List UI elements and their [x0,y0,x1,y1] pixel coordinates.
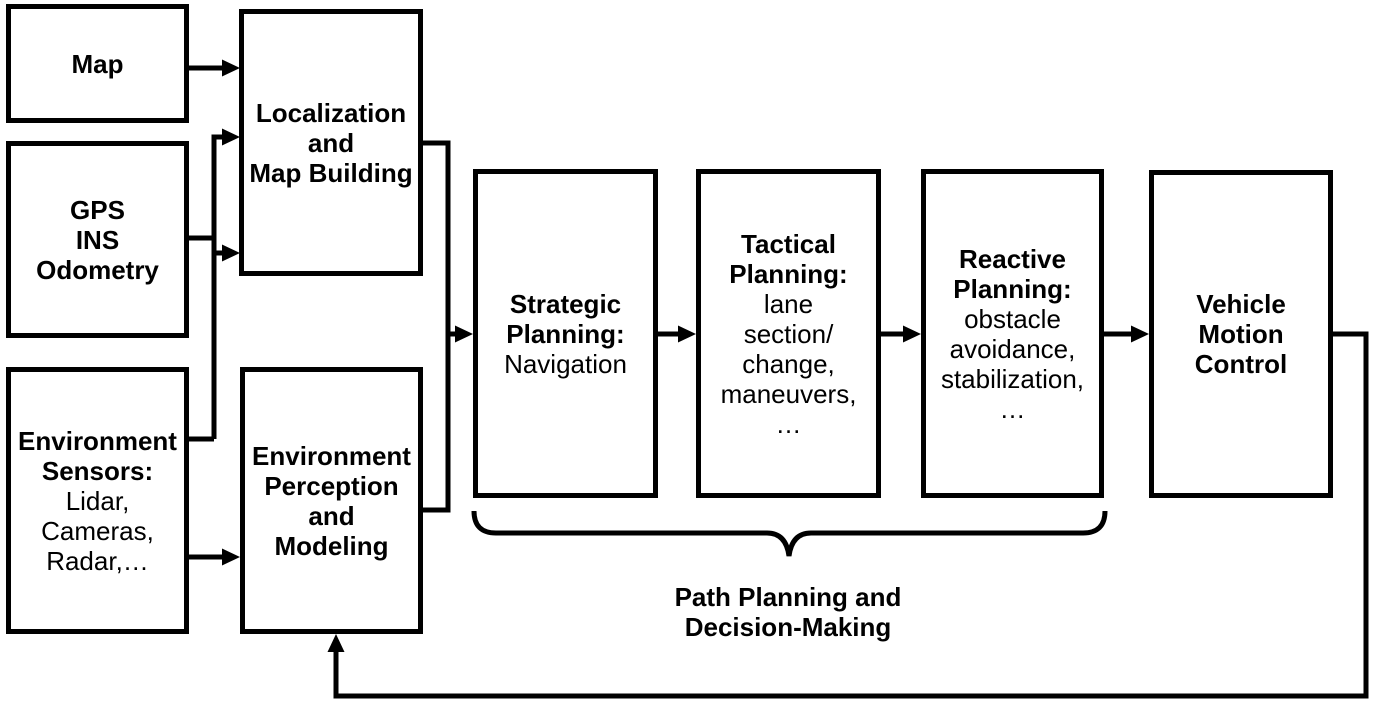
odometry-label-line: Odometry [36,254,159,285]
tactical-detail-line: section/ [743,318,834,349]
vmc-label-line: Vehicle [1196,289,1286,319]
sensors-title-line: Sensors: [41,455,154,486]
sensors-detail-line: Cameras, [41,515,154,546]
sensors-detail-line: Radar,… [46,545,149,576]
reactive-detail-line: avoidance, [949,333,1076,364]
strategic-title-line: Planning: [506,318,625,349]
reactive-title-line: Reactive [959,243,1066,274]
localization-label-line: and [307,127,355,158]
perception-label-line: Modeling [274,530,389,561]
arrowhead-tactical-to-reactive [903,325,921,343]
arrowhead-map-to-localization [222,59,240,77]
tactical-detail-line: … [775,408,802,439]
strategic-planning-box: Strategic Planning: Navigation [473,169,658,498]
strategic-title-line: Strategic [509,288,622,319]
vmc-label-line: Motion [1198,319,1284,349]
gps-label-line: GPS [70,194,125,225]
perception-label-line: Environment [252,440,411,471]
gps-ins-odometry-box: GPS INS Odometry [6,141,189,338]
perception-label-line: Perception [264,470,399,501]
localization-label-line: Localization [255,97,407,128]
arrowhead-sensors-to-localization [222,244,240,262]
reactive-planning-box: Reactive Planning: obstacle avoidance, s… [921,169,1104,498]
arrowhead-gps-to-localization [222,128,240,146]
path-planning-label: Path Planning and Decision-Making [638,582,938,642]
reactive-title-line: Planning: [953,273,1072,304]
connector-fusion-to-strategic [423,140,458,513]
vmc-label-line: Control [1194,349,1288,379]
reactive-detail-line: obstacle [964,303,1061,334]
arrowhead-strategic-to-tactical [678,325,696,343]
tactical-detail-line: maneuvers, [720,378,857,409]
tactical-title-line: Planning: [729,258,848,289]
map-box: Map [6,4,189,123]
arrowhead-fusion-to-strategic [455,325,473,343]
reactive-detail-line: … [999,393,1026,424]
brace-path-planning [471,510,1108,557]
perception-label-line: and [308,500,355,531]
sensors-detail-line: Lidar, [65,485,130,516]
localization-label-line: Map Building [249,157,413,188]
tactical-planning-box: Tactical Planning: lane section/ change,… [696,169,881,498]
tactical-title-line: Tactical [741,228,836,259]
map-label-line: Map [71,48,124,79]
reactive-detail-line: stabilization, [940,363,1085,394]
connector-gps-sensors-to-localization [189,134,224,442]
path-planning-label-line: Path Planning and [674,582,902,612]
arrowhead-sensors-to-perception [222,548,240,566]
tactical-detail-line: change, [742,348,835,379]
vehicle-motion-control-box: Vehicle Motion Control [1149,170,1333,498]
environment-perception-modeling-box: Environment Perception and Modeling [240,367,423,634]
path-planning-label-line: Decision-Making [684,612,892,642]
environment-sensors-box: Environment Sensors: Lidar, Cameras, Rad… [6,367,189,634]
sensors-title-line: Environment [18,425,177,456]
tactical-detail-line: lane [763,288,814,319]
feedback-line-vmc-to-perception [333,331,1369,699]
arrowhead-feedback-to-perception [327,634,345,652]
arrowhead-reactive-to-vmc [1131,325,1149,343]
localization-map-building-box: Localization and Map Building [239,9,423,276]
strategic-detail-line: Navigation [504,348,627,379]
ins-label-line: INS [75,224,120,255]
